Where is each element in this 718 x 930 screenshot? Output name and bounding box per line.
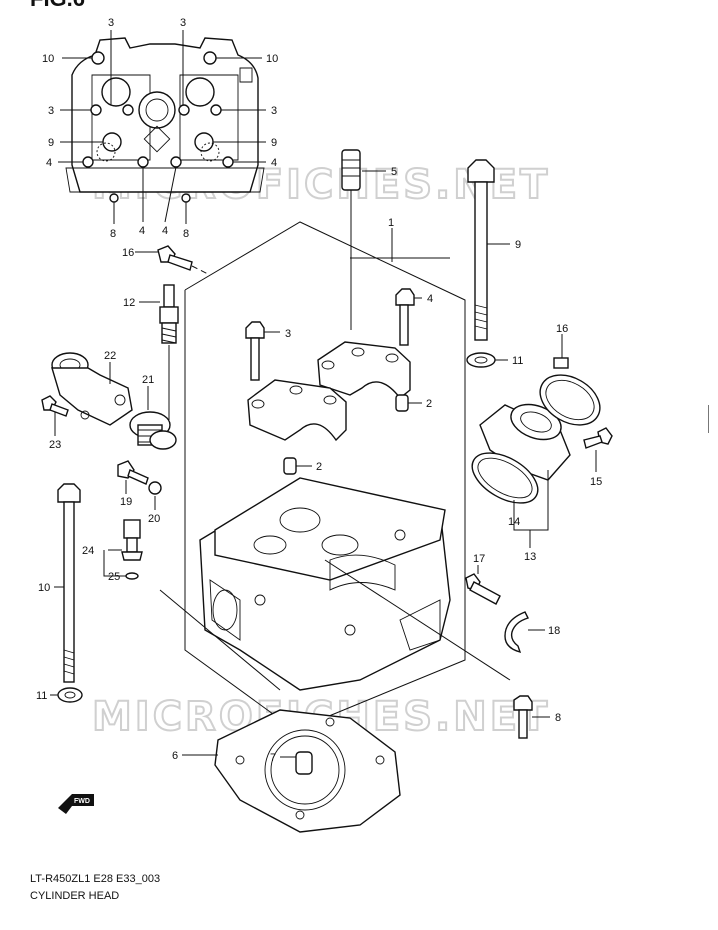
top-view-leaders	[58, 30, 266, 224]
callout-4-bottom-right: 4	[162, 225, 168, 237]
part-9-bolt	[467, 159, 495, 341]
part-21-thermostat	[129, 411, 177, 450]
callout-21: 21	[142, 374, 154, 386]
camshaft-cap-lower	[247, 379, 347, 442]
callout-18: 18	[548, 625, 560, 637]
callout-11-left: 11	[36, 690, 47, 702]
fwd-arrow-icon: FWD	[58, 794, 94, 814]
callout-23: 23	[49, 439, 61, 451]
callout-4-left: 4	[46, 157, 52, 169]
part-3-bolt	[245, 321, 265, 381]
part-10-bolt	[57, 483, 81, 683]
callout-9: 9	[515, 239, 521, 251]
callout-6: 6	[172, 750, 178, 762]
callout-10-right: 10	[266, 53, 278, 65]
part-23-bolt	[41, 395, 69, 417]
callout-3-left: 3	[48, 105, 54, 117]
callout-8: 8	[555, 712, 561, 724]
part-7-dowel	[295, 751, 313, 775]
part-17-bolt	[465, 573, 501, 605]
part-5-plug	[341, 149, 361, 330]
part-2-dowel-upper	[395, 394, 409, 412]
callout-1: 1	[388, 217, 394, 229]
svg-text:FWD: FWD	[74, 798, 90, 805]
part-11-washer	[466, 352, 496, 368]
callout-11-right: 11	[512, 355, 523, 367]
callout-8-left: 8	[110, 228, 116, 240]
part-16-bolt-left	[157, 245, 193, 271]
part-11-washer-left	[57, 687, 83, 703]
callout-9-left: 9	[48, 137, 54, 149]
part-19-bolt	[117, 460, 149, 485]
part-24-sensor	[121, 519, 143, 580]
diagram-title: CYLINDER HEAD	[30, 890, 119, 902]
part-2-dowel-lower	[283, 457, 297, 475]
callout-14: 14	[508, 516, 520, 528]
head-top-view	[65, 37, 265, 203]
callout-13: 13	[524, 551, 536, 563]
part-22-water-outlet	[51, 352, 133, 426]
callout-4-right: 4	[271, 157, 277, 169]
callout-16-right: 16	[556, 323, 568, 335]
callout-9-right: 9	[271, 137, 277, 149]
callout-3-top-right: 3	[180, 17, 186, 29]
callout-3-right: 3	[271, 105, 277, 117]
part-15-bolt	[583, 427, 613, 449]
camshaft-cap-upper	[317, 341, 411, 399]
callout-25: 25	[108, 571, 120, 583]
callout-20: 20	[148, 513, 160, 525]
callout-15: 15	[590, 476, 602, 488]
callout-3: 3	[285, 328, 291, 340]
part-13-o-ring	[471, 452, 539, 504]
callout-12: 12	[123, 297, 135, 309]
part-18-circlip	[504, 611, 529, 654]
diagram-code: LT-R450ZL1 E28 E33_003	[30, 873, 160, 885]
callout-5: 5	[391, 166, 397, 178]
part-20-washer	[148, 481, 162, 495]
callout-3-top-left: 3	[108, 17, 114, 29]
part-12-spark-plug	[159, 284, 179, 420]
callout-10-left: 10	[42, 53, 54, 65]
callout-2-upper: 2	[426, 398, 432, 410]
callout-2-lower: 2	[316, 461, 322, 473]
callout-17: 17	[473, 553, 485, 565]
callout-4-bottom-left: 4	[139, 225, 145, 237]
part-16-clamp	[539, 357, 601, 426]
cylinder-head-body	[199, 477, 451, 691]
part-8-bolt	[513, 695, 533, 739]
callout-24: 24	[82, 545, 94, 557]
callout-19: 19	[120, 496, 132, 508]
callout-10: 10	[38, 582, 50, 594]
callout-4: 4	[427, 293, 433, 305]
part-4-bolt	[395, 288, 415, 346]
page-edge-mark	[708, 405, 718, 433]
callout-8-right: 8	[183, 228, 189, 240]
callout-22: 22	[104, 350, 116, 362]
callout-7: 7	[270, 752, 276, 764]
figure-label: FIG.6	[30, 0, 85, 11]
callout-16-left: 16	[122, 247, 134, 259]
